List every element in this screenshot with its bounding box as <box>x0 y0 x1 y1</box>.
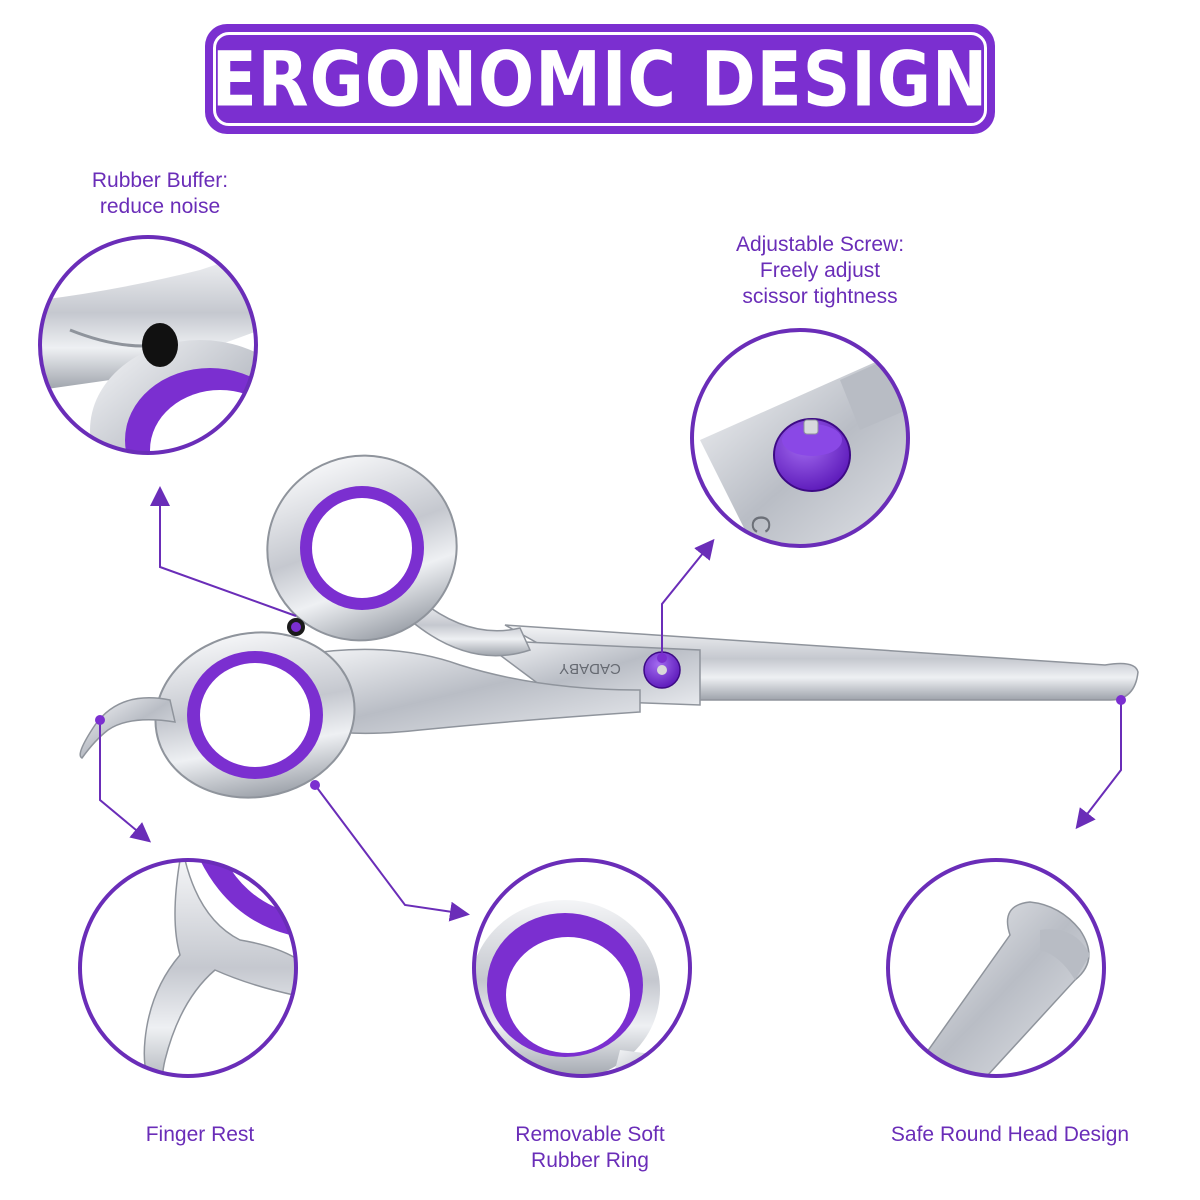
zoom-rubber-ring <box>472 858 692 1078</box>
label-rubber-ring: Removable Soft Rubber Ring <box>475 1122 705 1174</box>
label-rubber-buffer-line1: Rubber Buffer: <box>91 169 229 192</box>
finger-rest-tang <box>79 697 176 759</box>
label-rubber-buffer-line2: reduce noise <box>99 195 221 218</box>
scissors: CADABY <box>79 454 1139 799</box>
lower-blade <box>477 639 701 706</box>
page-title: ERGONOMIC DESIGN <box>211 34 989 124</box>
blade-brand-text: CADABY <box>559 660 621 677</box>
label-finger-rest-line1: Finger Rest <box>145 1123 255 1146</box>
zoom-screw: CAD <box>690 328 910 548</box>
title-banner: ERGONOMIC DESIGN <box>205 24 995 134</box>
arrow-round-head <box>1075 700 1122 830</box>
label-finger-rest: Finger Rest <box>100 1122 300 1148</box>
label-ring-line1: Removable Soft <box>515 1123 665 1146</box>
zoom-rubber-buffer <box>38 235 258 455</box>
label-screw-line1: Adjustable Screw: <box>735 233 905 256</box>
zoom-round-head <box>886 858 1106 1078</box>
arrow-rubber-ring <box>314 784 470 922</box>
arrow-finger-rest <box>99 720 152 843</box>
label-screw-line2: Freely adjust <box>759 259 881 282</box>
arrow-screw <box>661 538 715 658</box>
arrow-rubber-buffer <box>150 486 297 617</box>
label-rubber-buffer: Rubber Buffer: reduce noise <box>60 168 260 220</box>
label-screw-line3: scissor tightness <box>742 285 898 308</box>
label-round-head-line1: Safe Round Head Design <box>890 1123 1130 1146</box>
zoom-finger-rest <box>78 858 298 1078</box>
label-ring-line2: Rubber Ring <box>531 1149 649 1172</box>
callout-dots <box>95 622 1126 790</box>
label-adjustable-screw: Adjustable Screw: Freely adjust scissor … <box>690 232 950 310</box>
label-round-head: Safe Round Head Design <box>850 1122 1170 1148</box>
callout-arrows <box>99 486 1122 922</box>
buffer-zoom-dot <box>142 323 178 367</box>
